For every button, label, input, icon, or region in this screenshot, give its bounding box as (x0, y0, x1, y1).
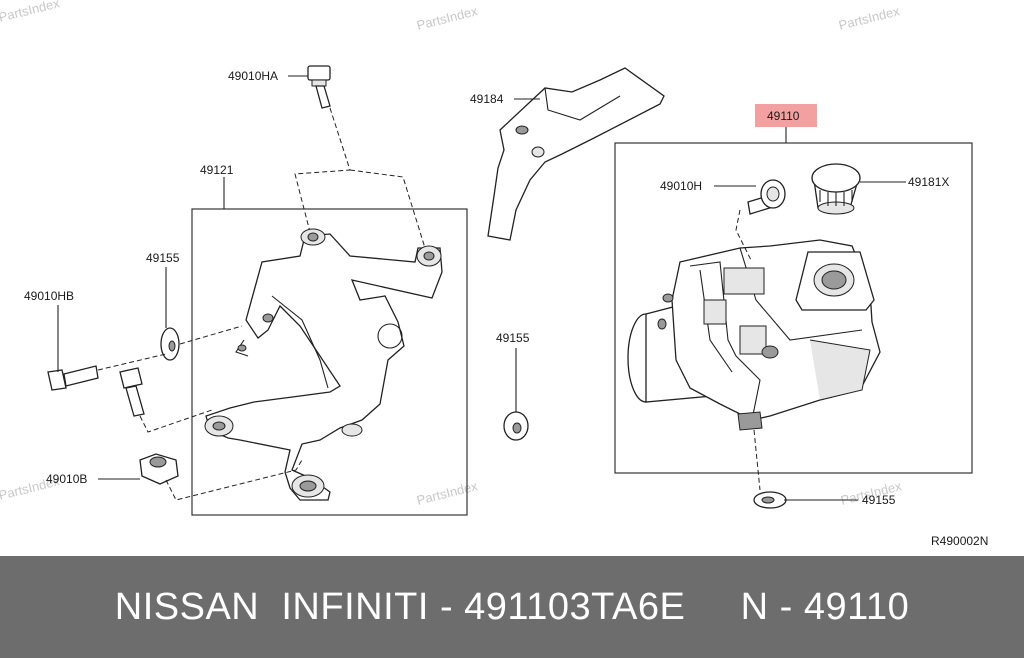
abs-actuator-icon[interactable] (627, 239, 881, 431)
callout-49010HB: 49010HB (24, 289, 74, 303)
part-info-footer: NISSAN INFINITI - 491103TA6E N - 49110 (0, 556, 1024, 658)
reservoir-cap-49181X-icon[interactable] (811, 163, 861, 215)
nut-49010B-icon[interactable] (139, 453, 179, 485)
part-number-highlight (755, 104, 817, 127)
grommet-49155-bottom-icon[interactable] (753, 491, 787, 509)
callout-49155-left: 49155 (146, 251, 180, 265)
callout-49010H: 49010H (660, 179, 702, 193)
callout-49184: 49184 (470, 92, 504, 106)
callout-49010HA: 49010HA (228, 69, 278, 83)
callout-49155-bottom: 49155 (862, 493, 896, 507)
watermark: PartsIndex (415, 3, 479, 33)
callout-49110: 49110 (767, 109, 800, 123)
bolt-49010HA-icon[interactable] (307, 65, 331, 109)
actuator-assembly-frame (614, 142, 973, 474)
bolt-bracket-icon[interactable] (119, 367, 145, 417)
exploded-parts-diagram: PartsIndex PartsIndex PartsIndex PartsIn… (0, 0, 988, 548)
bracket-49184-icon[interactable] (487, 67, 665, 241)
callout-49181X: 49181X (908, 175, 949, 189)
diagram-code: R490002N (931, 534, 988, 548)
bolt-49010H-icon[interactable] (747, 179, 786, 215)
bracket-assembly-frame (191, 208, 468, 516)
watermark: PartsIndex (415, 478, 479, 508)
abs-bracket-icon[interactable] (204, 228, 443, 501)
bolt-49010HB-icon[interactable] (47, 365, 99, 391)
watermark: PartsIndex (0, 0, 62, 25)
callout-49010B: 49010B (46, 472, 87, 486)
callout-49121: 49121 (200, 163, 234, 177)
grommet-49155-middle-icon[interactable] (503, 411, 529, 441)
grommet-49155-left-icon[interactable] (160, 327, 180, 361)
callout-49155-middle: 49155 (496, 331, 530, 345)
part-identifier-text: NISSAN INFINITI - 491103TA6E N - 49110 (114, 585, 910, 628)
watermark: PartsIndex (837, 3, 901, 33)
